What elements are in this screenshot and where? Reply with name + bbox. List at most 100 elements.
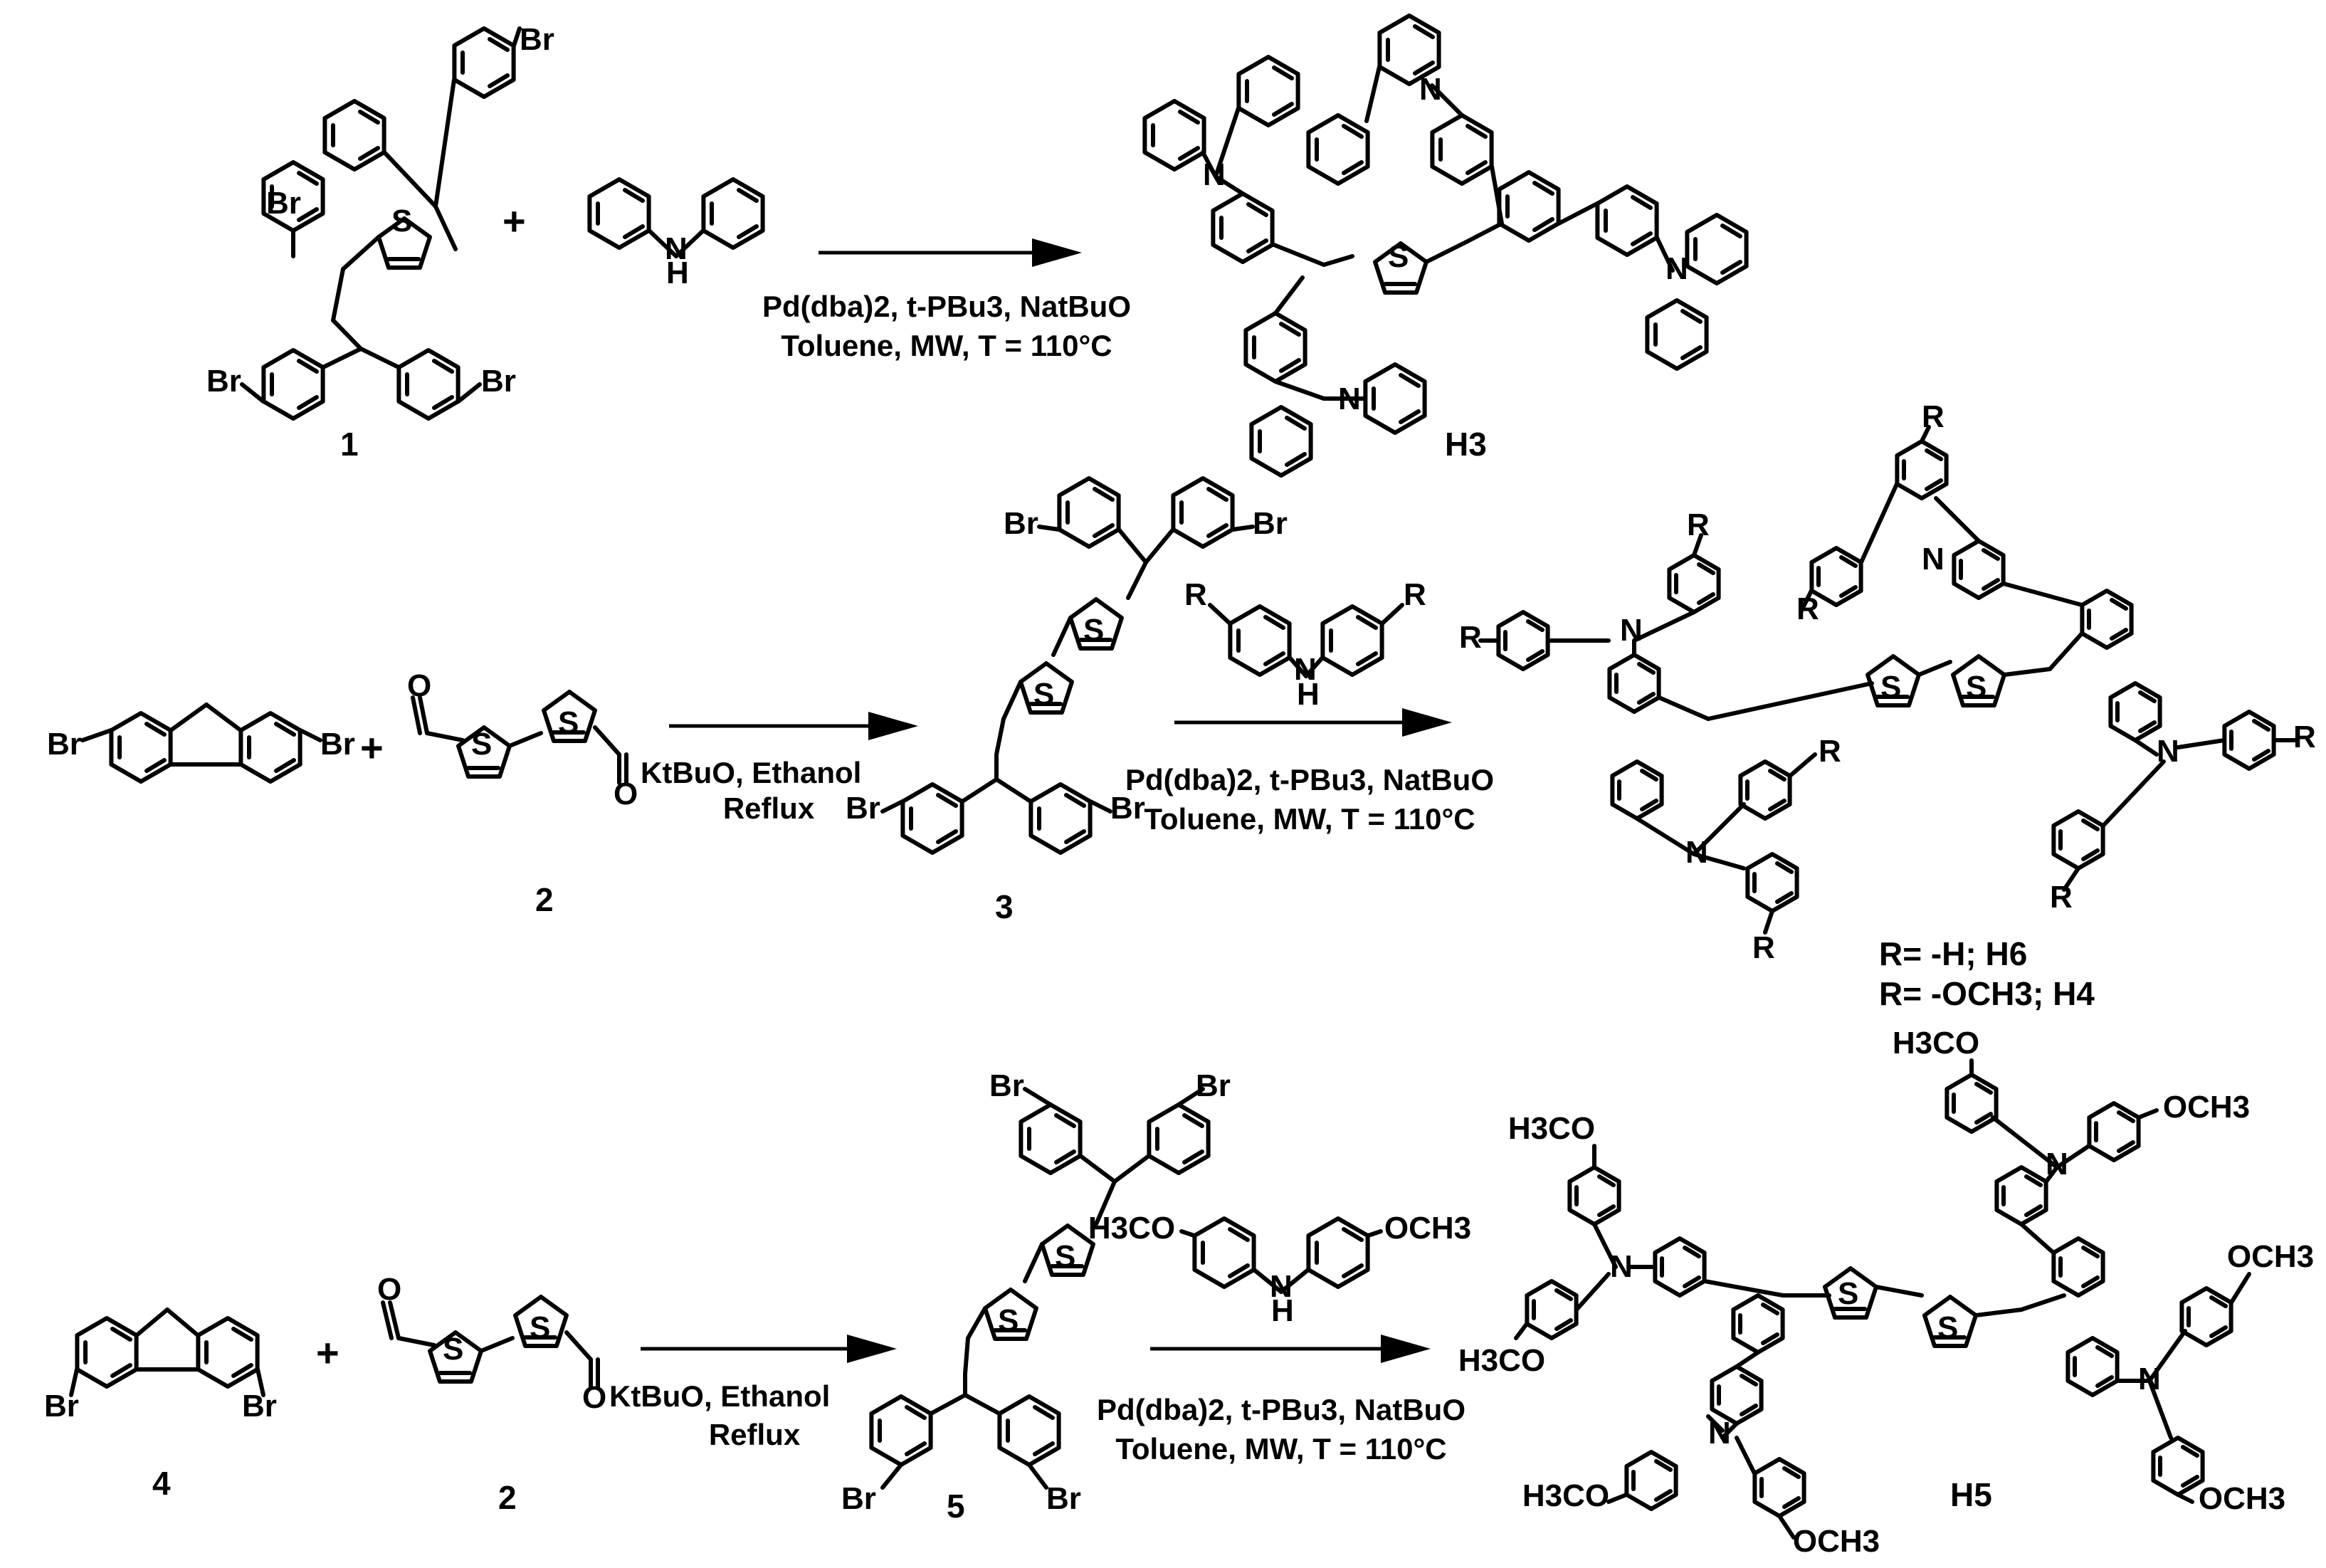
atom-s: S: [1937, 1310, 1958, 1345]
substituent-och3: OCH3: [2199, 1481, 2285, 1516]
atom-br: Br: [206, 364, 241, 399]
dibromofluorene-27-structure: [80, 703, 322, 782]
compound-1-structure: [240, 26, 522, 419]
compound-label-4: 4: [152, 1465, 171, 1502]
atom-br: Br: [44, 1389, 79, 1424]
substituent-och3: OCH3: [1793, 1524, 1880, 1559]
atom-h: H: [1297, 677, 1320, 712]
compound-3-structure: [880, 478, 1255, 853]
atom-r: R: [2293, 720, 2316, 754]
reaction-arrow-2: [669, 712, 918, 740]
atom-n: N: [1685, 835, 1708, 870]
reaction-arrow-4: [641, 1335, 897, 1363]
atom-n: N: [1294, 652, 1317, 687]
substituent-note-h4: R= -OCH3; H4: [1879, 975, 2095, 1012]
conditions-line-2: Toluene, MW, T = 110°C: [781, 329, 1112, 362]
conditions-line-2: Toluene, MW, T = 110°C: [1115, 1432, 1446, 1466]
compound-5-structure: [871, 1087, 1208, 1490]
atom-n: N: [1922, 542, 1945, 577]
atom-s: S: [1880, 670, 1901, 705]
atom-n: N: [1338, 382, 1361, 416]
atom-s: S: [998, 1303, 1019, 1338]
atom-s: S: [1033, 677, 1054, 712]
substituent-h3co: H3CO: [1508, 1111, 1595, 1146]
dibromofluorene-36-structure: [69, 1307, 265, 1397]
atom-br: Br: [1110, 791, 1145, 826]
compound-label-2: 2: [498, 1479, 517, 1516]
atom-s: S: [530, 1310, 550, 1345]
reaction-arrow-5: [1150, 1335, 1431, 1363]
atom-n: N: [2138, 1362, 2161, 1396]
atom-s: S: [1966, 670, 1986, 705]
atom-br: Br: [266, 186, 301, 221]
substituent-h3co: H3CO: [1522, 1478, 1609, 1513]
bithiophene-dialdehyde-structure: [381, 1297, 600, 1390]
atom-n: N: [1203, 157, 1226, 192]
atom-r: R: [1796, 591, 1819, 626]
conditions-line-2: Reflux: [723, 791, 815, 825]
conditions-line-1: KtBuO, Ethanol: [609, 1379, 830, 1413]
atom-n: N: [2046, 1147, 2068, 1182]
atom-o: O: [582, 1380, 606, 1415]
atom-r: R: [1819, 734, 1841, 769]
atom-br: Br: [989, 1068, 1024, 1103]
conditions-line-1: KtBuO, Ethanol: [641, 756, 861, 789]
substituent-och3: OCH3: [1384, 1211, 1471, 1246]
conditions-line-1: Pd(dba)2, t-PBu3, NatBuO: [1097, 1393, 1465, 1426]
atom-br: Br: [481, 364, 516, 399]
atom-r: R: [1922, 399, 1945, 434]
compound-h3-structure: [1144, 16, 1746, 475]
substituent-och3: OCH3: [2163, 1090, 2250, 1125]
compound-label-3: 3: [995, 888, 1014, 925]
atom-s: S: [391, 204, 412, 238]
conditions-line-1: Pd(dba)2, t-PBu3, NatBuO: [1125, 763, 1494, 796]
atom-br: Br: [1253, 506, 1288, 541]
atom-br: Br: [846, 791, 880, 826]
atom-n: N: [1665, 251, 1688, 286]
diarylamine-r-structure: [1208, 603, 1404, 678]
atom-h: H: [1271, 1293, 1294, 1328]
substituent-och3: OCH3: [2227, 1239, 2314, 1274]
atom-n: N: [1270, 1269, 1293, 1304]
atom-br: Br: [242, 1389, 277, 1424]
atom-o: O: [407, 668, 431, 703]
substituent-h3co: H3CO: [1088, 1211, 1175, 1246]
atom-s: S: [1083, 613, 1104, 648]
atom-o: O: [614, 777, 638, 811]
conditions-line-2: Toluene, MW, T = 110°C: [1144, 802, 1475, 836]
compound-label-1: 1: [340, 426, 359, 463]
compound-h6-h4-structure: [1478, 425, 2298, 935]
plus-sign: +: [502, 199, 526, 243]
reaction-arrow-1: [819, 238, 1082, 267]
compound-label-2: 2: [535, 881, 554, 918]
atom-s: S: [1838, 1276, 1858, 1311]
atom-br: Br: [47, 727, 82, 762]
plus-sign: +: [360, 725, 384, 770]
atom-r: R: [2050, 880, 2073, 915]
substituent-h3co: H3CO: [1893, 1026, 1979, 1061]
atom-s: S: [443, 1332, 463, 1367]
atom-r: R: [1184, 577, 1207, 612]
atom-br: Br: [841, 1481, 876, 1516]
compound-h5-structure: [1514, 1058, 2251, 1540]
compound-label-h5: H5: [1950, 1476, 1992, 1513]
atom-n: N: [1620, 613, 1643, 648]
atom-n: N: [1419, 72, 1442, 107]
atom-r: R: [1752, 930, 1775, 965]
atom-br: Br: [520, 22, 554, 57]
atom-n: N: [665, 231, 688, 266]
atom-h: H: [666, 256, 689, 290]
atom-n: N: [1708, 1416, 1731, 1451]
atom-r: R: [1687, 507, 1710, 542]
atom-s: S: [471, 727, 492, 762]
conditions-line-2: Reflux: [709, 1418, 801, 1451]
substituent-h3co: H3CO: [1458, 1343, 1545, 1378]
atom-br: Br: [1004, 506, 1038, 541]
atom-r: R: [1459, 620, 1482, 655]
atom-s: S: [1388, 239, 1409, 274]
diphenylamine-structure: [589, 179, 762, 258]
atom-s: S: [1055, 1239, 1075, 1274]
atom-s: S: [558, 705, 579, 740]
atom-n: N: [2157, 734, 2179, 769]
